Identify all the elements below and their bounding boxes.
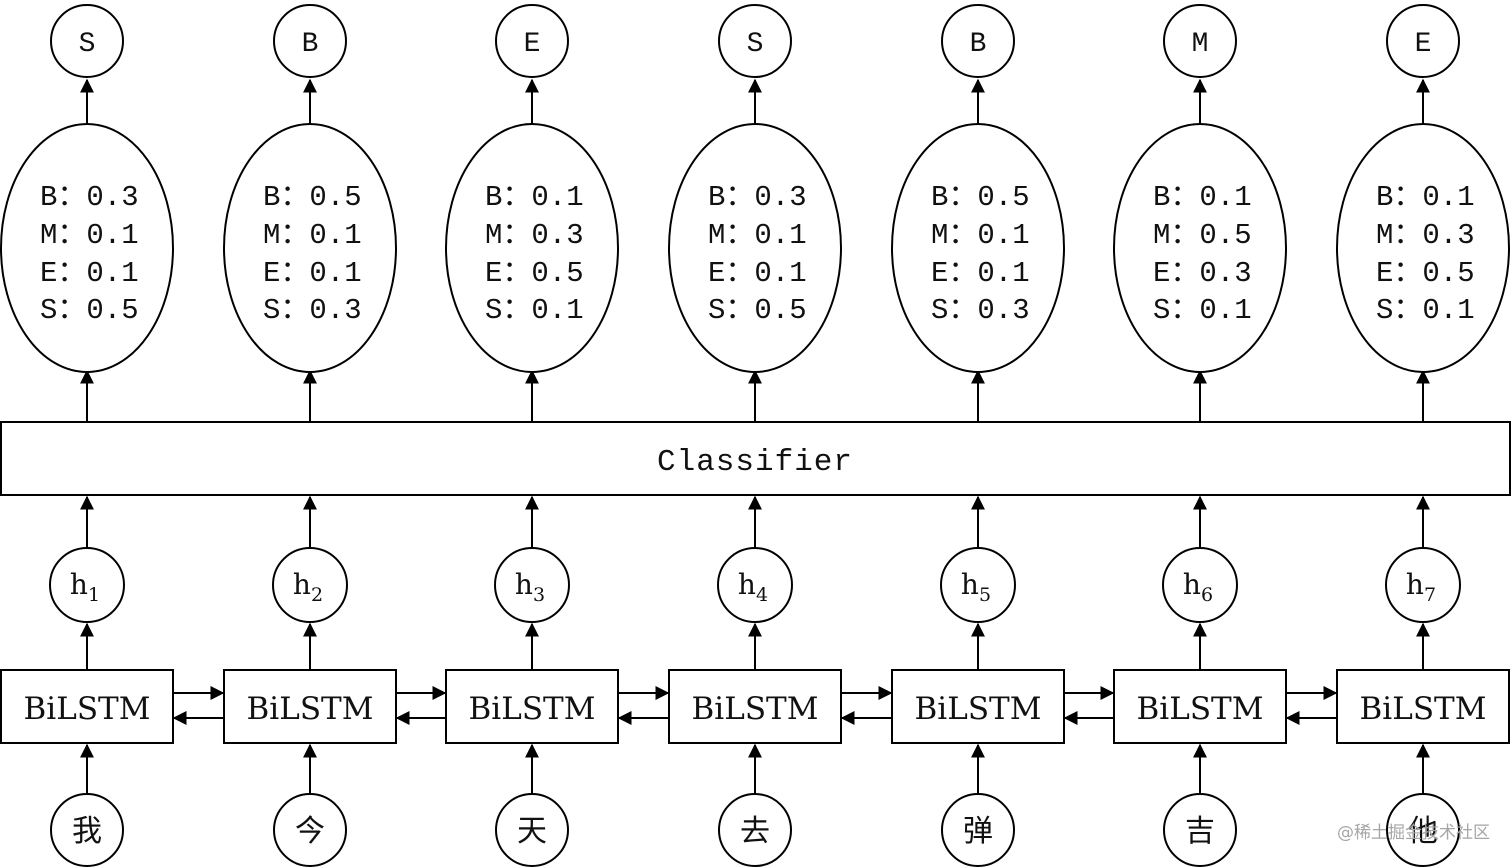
tag-probability-row-max: B：0.5	[931, 181, 1030, 214]
input-token-label: 天	[517, 814, 547, 849]
classifier-box	[0, 421, 1511, 496]
tag-probability-row: M：0.1	[931, 219, 1030, 252]
hidden-state-label: h1	[70, 568, 100, 606]
tag-probability-row-max: B：0.5	[263, 181, 362, 214]
tag-probability-row: E：0.3	[1153, 257, 1252, 290]
tag-probability-row: B：0.3	[40, 181, 139, 214]
tag-probability-row: E：0.1	[931, 257, 1030, 290]
hidden-state-label: h3	[515, 568, 545, 606]
bilstm-cell	[0, 669, 174, 744]
bilstm-cell	[445, 669, 619, 744]
tag-probability-row: E：0.1	[708, 257, 807, 290]
classifier-layer: Classifier	[0, 421, 1511, 496]
tag-probability-row-max: S：0.5	[708, 294, 807, 327]
tag-probability-row: B：0.1	[1153, 181, 1252, 214]
bilstm-cell	[1336, 669, 1510, 744]
token-column: 吉 BiLSTM h6 B：0.1M：0.5E：0.3S：0.1 M	[1113, 4, 1287, 867]
output-tag-label: E	[524, 29, 541, 60]
token-column: 他 BiLSTM h7 B：0.1M：0.3E：0.5S：0.1 E	[1336, 4, 1510, 867]
token-column: 我 BiLSTM h1 B：0.3M：0.1E：0.1S：0.5 S	[0, 4, 174, 867]
hidden-state-label: h2	[293, 568, 323, 606]
output-tag-label: B	[302, 29, 319, 60]
tag-probability-row: M：0.3	[1376, 219, 1475, 252]
tag-probability-row: E：0.1	[40, 257, 139, 290]
token-column: 去 BiLSTM h4 B：0.3M：0.1E：0.1S：0.5 S	[668, 4, 842, 867]
hidden-state-label: h6	[1183, 568, 1213, 606]
output-tag-label: E	[1415, 29, 1432, 60]
bilstm-cell	[891, 669, 1065, 744]
output-tag-label: S	[79, 29, 96, 60]
tag-probability-row: B：0.1	[1376, 181, 1475, 214]
input-token-label: 今	[295, 814, 325, 849]
bilstm-recurrent-links	[172, 686, 1338, 725]
tag-probability-row: S：0.3	[263, 294, 362, 327]
hidden-state-label: h4	[738, 568, 768, 606]
bilstm-cell-label: BiLSTM	[915, 691, 1042, 727]
tag-probability-row-max: E：0.5	[1376, 257, 1475, 290]
tag-probability-row: M：0.1	[40, 219, 139, 252]
output-tag-label: S	[747, 29, 764, 60]
token-column: 今 BiLSTM h2 B：0.5M：0.1E：0.1S：0.3 B	[223, 4, 397, 867]
tag-probability-row: B：0.1	[485, 181, 584, 214]
tag-probability-row: M：0.1	[708, 219, 807, 252]
tag-probability-row: B：0.3	[708, 181, 807, 214]
output-tag-node	[50, 4, 124, 78]
token-column: 弹 BiLSTM h5 B：0.5M：0.1E：0.1S：0.3 B	[891, 4, 1065, 867]
tag-probability-row: S：0.1	[1376, 294, 1475, 327]
bilstm-cell-label: BiLSTM	[1137, 691, 1264, 727]
input-token-label: 去	[740, 814, 770, 849]
tag-probability-row: S：0.3	[931, 294, 1030, 327]
bilstm-cell	[223, 669, 397, 744]
tag-probability-row-max: E：0.5	[485, 257, 584, 290]
bilstm-cell	[1113, 669, 1287, 744]
hidden-state-label: h5	[961, 568, 991, 606]
token-columns: 我BiLSTMh1B：0.3M：0.1E：0.1S：0.5S今BiLSTMh2B…	[0, 4, 1510, 867]
token-column: 天 BiLSTM h3 B：0.1M：0.3E：0.5S：0.1 E	[445, 4, 619, 867]
tag-probability-row: M：0.3	[485, 219, 584, 252]
output-tag-label: M	[1192, 29, 1209, 60]
tag-probability-row: E：0.1	[263, 257, 362, 290]
bilstm-cell-label: BiLSTM	[692, 691, 819, 727]
input-token-label: 弹	[963, 814, 993, 849]
tag-probability-row: S：0.1	[485, 294, 584, 327]
tag-probability-row-max: M：0.5	[1153, 219, 1252, 252]
bilstm-cell-label: BiLSTM	[247, 691, 374, 727]
output-tag-node	[1386, 4, 1460, 78]
output-tag-node	[273, 4, 347, 78]
output-tag-node	[495, 4, 569, 78]
input-token-label: 他	[1408, 814, 1438, 849]
hidden-state-label: h7	[1406, 568, 1436, 606]
tag-probability-row: M：0.1	[263, 219, 362, 252]
bilstm-cell-label: BiLSTM	[24, 691, 151, 727]
output-tag-label: B	[970, 29, 987, 60]
tag-probability-row: S：0.1	[1153, 294, 1252, 327]
output-tag-node	[1163, 4, 1237, 78]
tag-probability-row-max: S：0.5	[40, 294, 139, 327]
bilstm-cell-label: BiLSTM	[1360, 691, 1487, 727]
classifier-label: Classifier	[657, 445, 853, 480]
watermark: @稀土掘金技术社区	[1337, 823, 1490, 843]
input-token-label: 吉	[1185, 814, 1215, 849]
output-tag-node	[941, 4, 1015, 78]
bilstm-cell-label: BiLSTM	[469, 691, 596, 727]
output-tag-node	[718, 4, 792, 78]
input-token-label: 我	[72, 814, 102, 849]
